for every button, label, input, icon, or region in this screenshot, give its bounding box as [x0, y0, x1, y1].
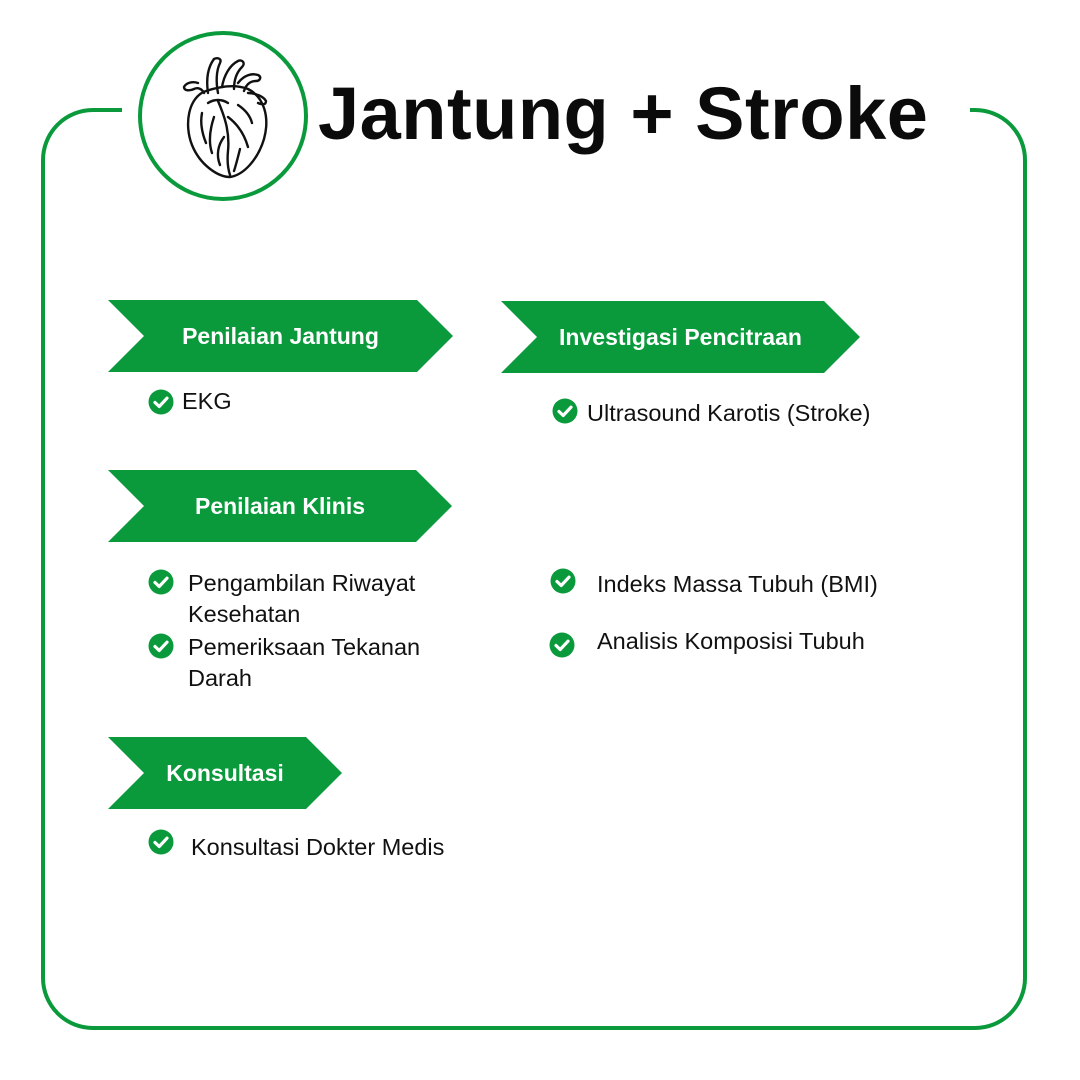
list-item-riwayat: Pengambilan Riwayat Kesehatan: [188, 570, 416, 627]
check-circle-icon: [550, 568, 576, 594]
list-item-bmi: Indeks Massa Tubuh (BMI): [597, 571, 878, 597]
list-item-ultrasound: Ultrasound Karotis (Stroke): [587, 400, 871, 426]
section-tag-konsultasi: Konsultasi: [108, 737, 342, 809]
check-circle-icon: [549, 632, 575, 658]
check-circle-icon: [148, 633, 174, 659]
check-circle-icon: [148, 829, 174, 855]
page-title: Jantung + Stroke: [318, 72, 929, 155]
heart-badge: [138, 31, 308, 201]
list-item-konsultasi-dokter: Konsultasi Dokter Medis: [191, 834, 445, 860]
list-item-ekg: EKG: [182, 388, 232, 414]
list-item-komposisi: Analisis Komposisi Tubuh: [597, 628, 865, 654]
check-circle-icon: [148, 569, 174, 595]
section-tag-penilaian-klinis: Penilaian Klinis: [108, 470, 452, 542]
section-tag-investigasi-pencitraan: Investigasi Pencitraan: [501, 301, 860, 373]
anatomical-heart-icon: [182, 57, 268, 179]
section-tag-penilaian-jantung: Penilaian Jantung: [108, 300, 453, 372]
list-item-tekanan-darah: Pemeriksaan Tekanan Darah: [188, 634, 421, 691]
check-circle-icon: [148, 389, 174, 415]
check-circle-icon: [552, 398, 578, 424]
